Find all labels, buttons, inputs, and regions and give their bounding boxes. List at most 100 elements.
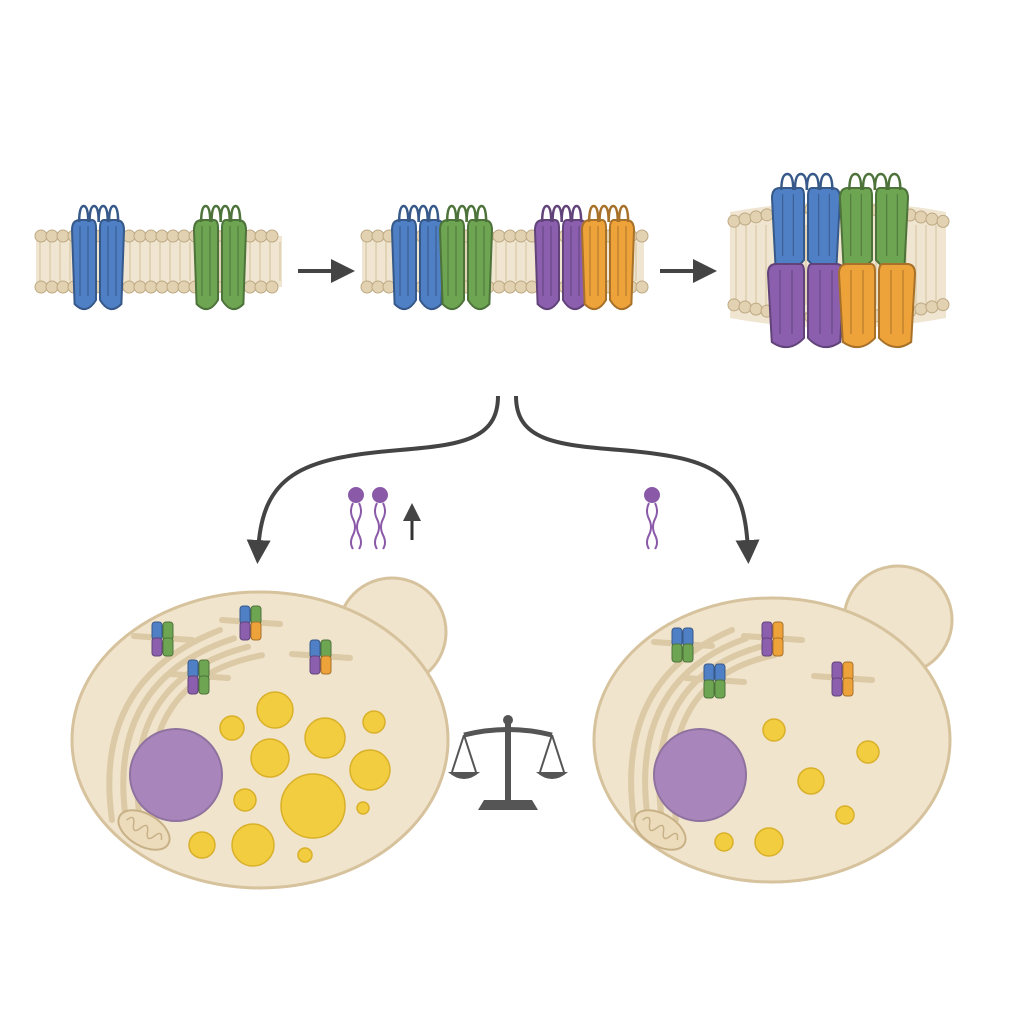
- nucleus: [129, 728, 223, 822]
- lipid-droplet: [304, 717, 346, 759]
- protein-loop: [805, 172, 820, 191]
- lipid-droplet: [362, 710, 386, 734]
- mini-protein: [761, 637, 773, 657]
- protein-lobe-right: [99, 219, 126, 311]
- lipid-head: [503, 229, 517, 243]
- protein-complex: [151, 621, 174, 657]
- mini-protein: [714, 679, 726, 699]
- protein-complex: [831, 661, 854, 697]
- mini-protein: [682, 643, 694, 663]
- protein-green-dimer: [438, 204, 494, 311]
- mini-protein: [309, 655, 321, 675]
- protein-orange-dimer: [580, 204, 636, 311]
- lipid-head: [514, 229, 528, 243]
- mini-protein: [250, 605, 262, 625]
- mini-protein: [151, 621, 163, 641]
- protein-loop: [417, 204, 429, 223]
- mitochondrion: [117, 809, 171, 851]
- lipid-head: [254, 280, 268, 294]
- mini-protein: [239, 621, 251, 641]
- protein-lobe-left: [837, 263, 876, 349]
- protein-loop: [540, 204, 553, 223]
- lipid-droplet: [714, 832, 734, 852]
- lipid-head: [144, 280, 158, 294]
- lipid-head: [914, 210, 928, 224]
- mini-protein: [239, 605, 251, 625]
- protein-blue-monomer: [70, 204, 126, 311]
- lipid-head: [514, 280, 528, 294]
- lipid-head: [936, 214, 950, 228]
- lipid-head: [265, 229, 279, 243]
- lipid-head: [738, 212, 752, 226]
- lipid-head: [56, 229, 70, 243]
- lipid-head: [155, 229, 169, 243]
- protein-loop: [587, 204, 600, 223]
- protein-loop: [199, 204, 212, 223]
- nucleus: [653, 728, 747, 822]
- protein-loop: [819, 172, 834, 191]
- cell-left: [70, 576, 450, 890]
- lipid-molecule-icon: [372, 487, 388, 550]
- mini-protein: [309, 639, 321, 659]
- lipid-droplet: [280, 773, 346, 839]
- lipid-droplet: [754, 827, 784, 857]
- lipid-molecule-tail: [356, 502, 362, 550]
- cell-right: [592, 564, 954, 884]
- protein-lobe-right: [875, 187, 910, 271]
- protein-loop: [465, 204, 477, 223]
- mini-protein: [151, 637, 163, 657]
- protein-loop: [397, 204, 410, 223]
- protein-complex: [239, 605, 262, 641]
- lipid-droplet: [231, 823, 275, 867]
- protein-complex: [309, 639, 332, 675]
- lipid-molecule-head: [372, 487, 388, 503]
- protein-orange-oligomer: [837, 263, 917, 349]
- lipid-droplet: [233, 788, 257, 812]
- protein-lobe-right: [467, 219, 494, 311]
- protein-loop: [607, 204, 619, 223]
- lipid-molecule-tail: [646, 502, 652, 550]
- lipid-molecule-icon: [644, 487, 660, 550]
- lipid-droplet: [297, 847, 313, 863]
- mini-protein: [703, 679, 715, 699]
- er-membrane: [642, 635, 749, 823]
- lipid-head: [166, 229, 180, 243]
- lipid-head: [914, 302, 928, 316]
- mini-protein: [842, 661, 854, 681]
- protein-lobe-left: [390, 219, 417, 311]
- protein-lobe-left: [70, 219, 97, 311]
- lipid-head: [503, 280, 517, 294]
- mini-protein: [761, 621, 773, 641]
- protein-lobe-left: [438, 219, 465, 311]
- lipid-droplet: [835, 805, 855, 825]
- mitochondrion-outer: [633, 809, 687, 851]
- protein-complex: [671, 627, 694, 663]
- mini-protein: [831, 677, 843, 697]
- lipid-head: [635, 229, 649, 243]
- lipid-head: [749, 302, 763, 316]
- lipid-head: [45, 229, 59, 243]
- lipid-head: [492, 280, 506, 294]
- lipid-molecule-icon: [348, 487, 364, 550]
- mini-protein: [671, 627, 683, 647]
- protein-loop: [97, 204, 109, 223]
- lipid-head: [177, 229, 191, 243]
- lipid-head: [738, 300, 752, 314]
- mitochondrion-outer: [117, 809, 171, 851]
- lipid-droplet: [219, 715, 245, 741]
- mini-protein: [198, 659, 210, 679]
- mini-protein: [703, 663, 715, 683]
- membrane-stage-monomers: [34, 204, 282, 311]
- mini-protein: [320, 639, 332, 659]
- protein-lobe-left: [533, 219, 560, 311]
- lipid-head: [254, 229, 268, 243]
- protein-lobe-left: [770, 187, 805, 271]
- mini-protein: [682, 627, 694, 647]
- mini-protein: [187, 675, 199, 695]
- membrane-stage-oligomer: [727, 172, 950, 349]
- lipid-head: [492, 229, 506, 243]
- mini-protein: [162, 637, 174, 657]
- protein-blue-oligomer: [770, 172, 842, 271]
- lipid-head: [925, 212, 939, 226]
- lipid-droplet: [188, 831, 216, 859]
